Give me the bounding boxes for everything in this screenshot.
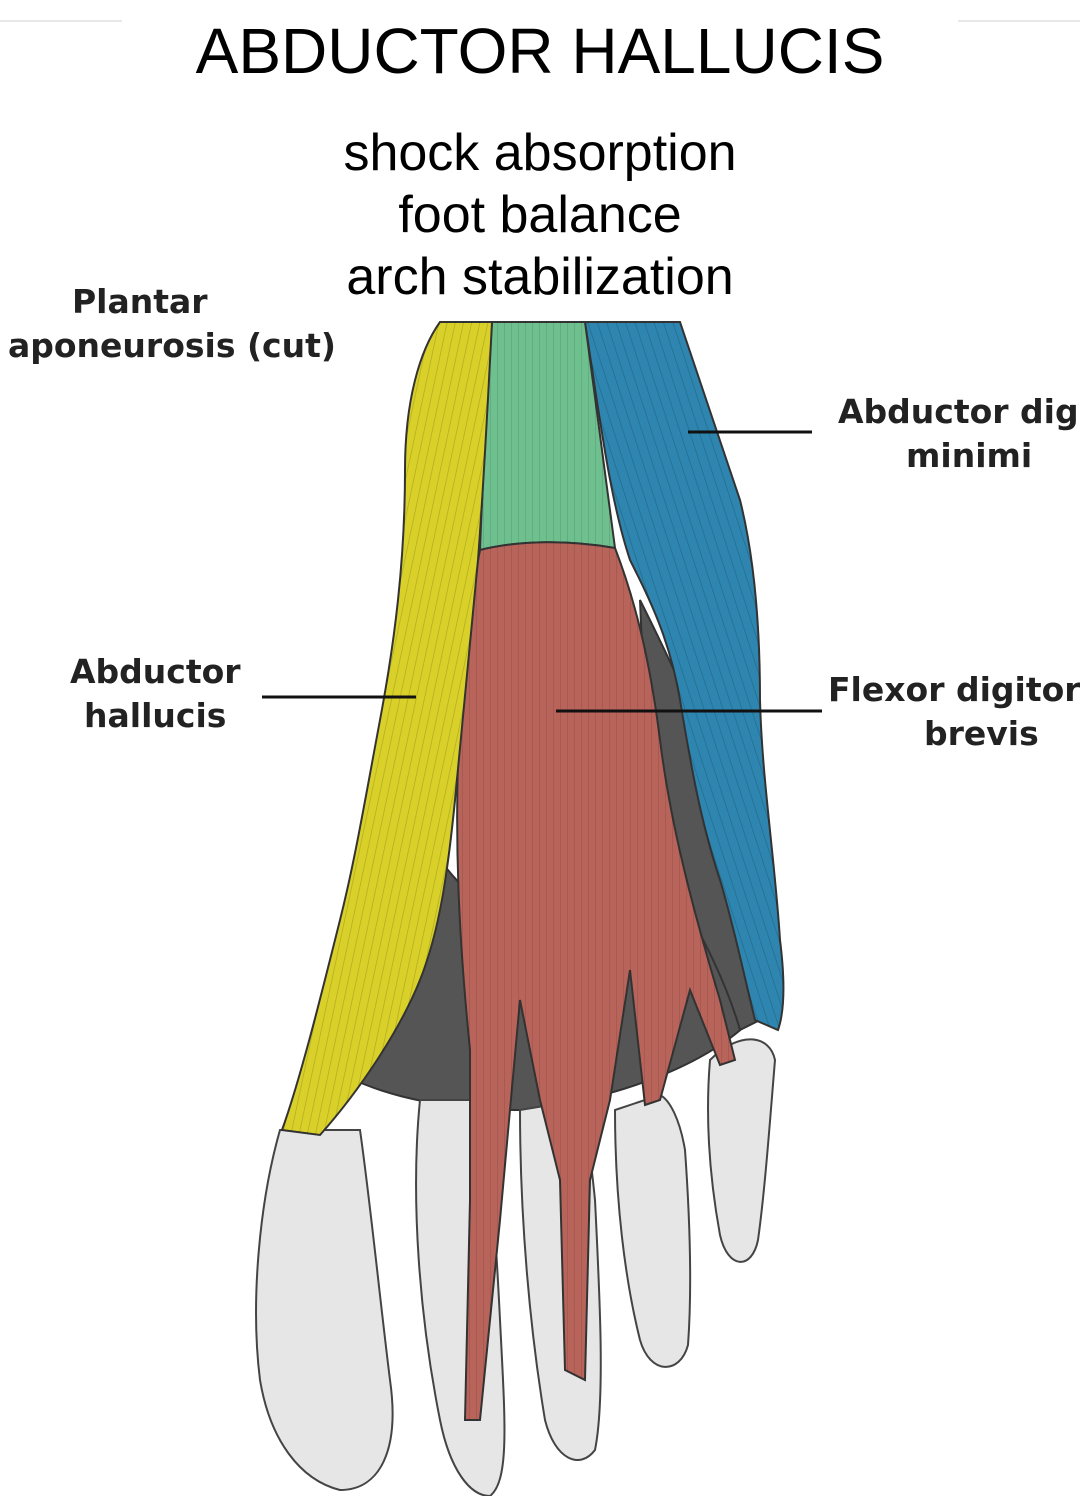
label-abductor-hallucis: Abductor hallucis [70, 650, 241, 738]
function-item: arch stabilization [346, 248, 734, 306]
plantar-aponeurosis-fibers [480, 322, 615, 550]
label-line: hallucis [84, 696, 227, 735]
label-line: brevis [924, 714, 1039, 753]
great-toe [255, 1129, 394, 1492]
abductor-hallucis-fibers [282, 322, 492, 1135]
label-abductor-digiti-minimi: Abductor dig minimi [838, 390, 1079, 478]
title-rule-left [0, 20, 122, 22]
page-title: ABDUCTOR HALLUCIS [195, 15, 885, 87]
fifth-toe [707, 1038, 777, 1263]
label-line: Abductor [70, 652, 241, 691]
label-line: Flexor digitor [828, 670, 1080, 709]
label-line: Plantar [72, 282, 208, 321]
label-line: aponeurosis (cut) [8, 326, 336, 365]
function-item: shock absorption [343, 124, 737, 182]
label-flexor-digitorum-brevis: Flexor digitor brevis [828, 668, 1080, 756]
function-list: shock absorption foot balance arch stabi… [0, 122, 1080, 308]
label-plantar-aponeurosis: Plantar aponeurosis (cut) [8, 280, 336, 368]
title-rule-right [958, 20, 1080, 22]
label-line: Abductor dig [838, 392, 1079, 431]
label-line: minimi [906, 436, 1033, 475]
fourth-toe [613, 1093, 692, 1368]
flexor-digitorum-brevis-fibers [457, 542, 735, 1420]
function-item: foot balance [398, 186, 682, 244]
abductor-digiti-minimi-fibers [585, 322, 784, 1030]
